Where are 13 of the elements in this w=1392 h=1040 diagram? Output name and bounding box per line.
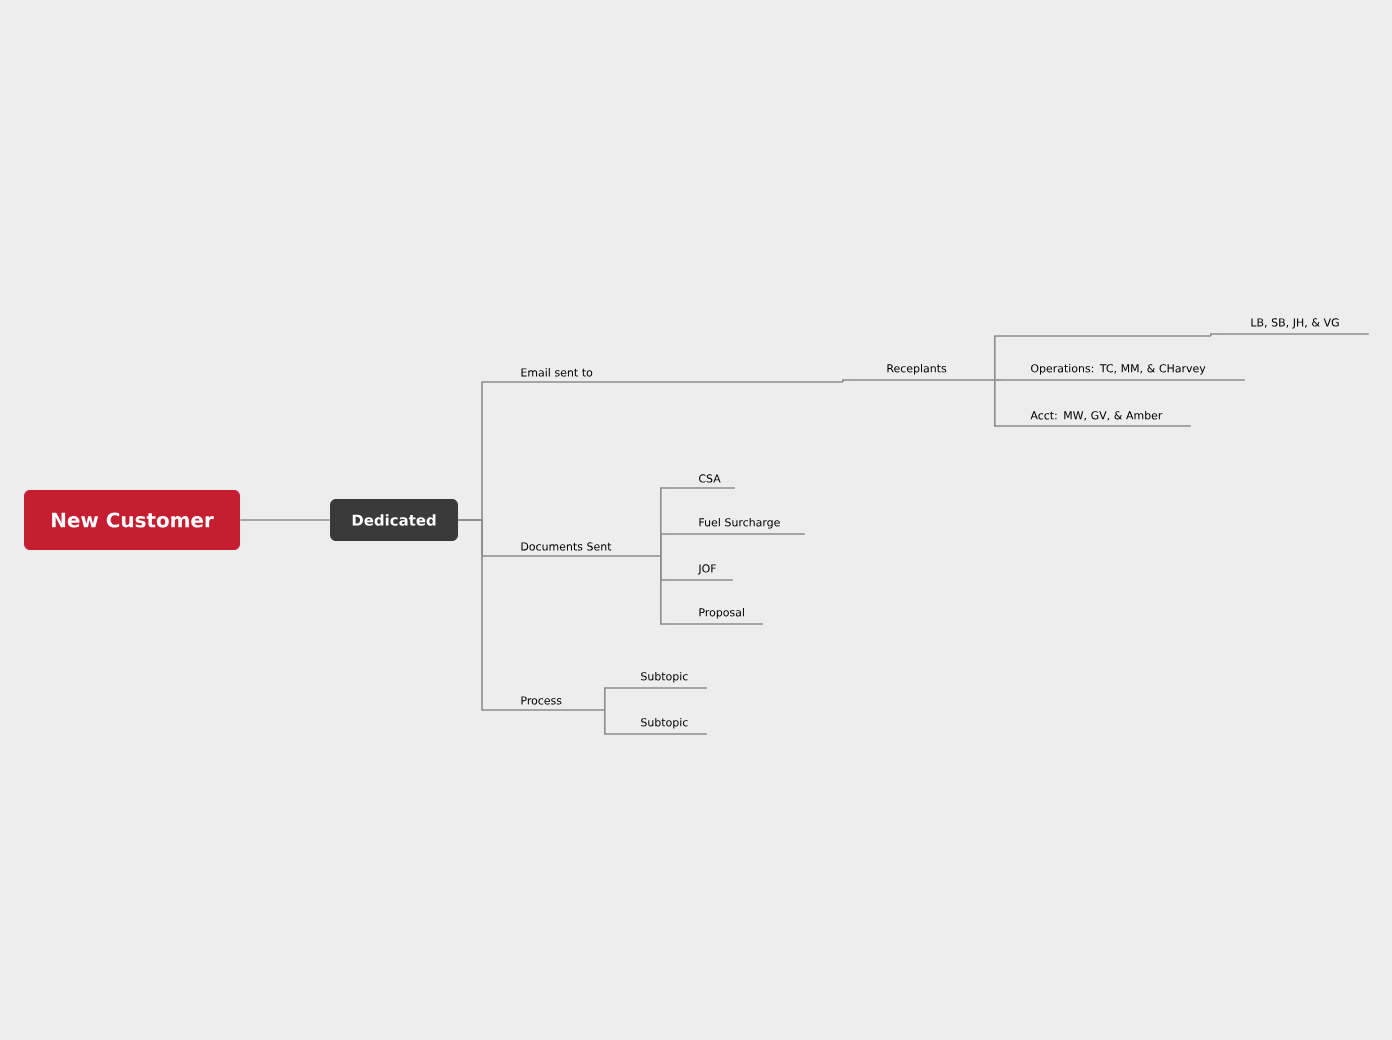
connector — [842, 379, 859, 383]
connector — [994, 379, 1003, 427]
connector — [660, 555, 671, 625]
connector — [994, 335, 1003, 381]
connector — [239, 519, 331, 521]
subtopic-line — [1001, 335, 1212, 337]
connector — [660, 533, 671, 557]
connector — [457, 519, 493, 711]
connector — [604, 687, 613, 711]
connector — [604, 709, 613, 735]
connector — [994, 379, 1003, 381]
root-topic-box: New Customer — [24, 490, 240, 550]
connector — [1210, 333, 1223, 337]
